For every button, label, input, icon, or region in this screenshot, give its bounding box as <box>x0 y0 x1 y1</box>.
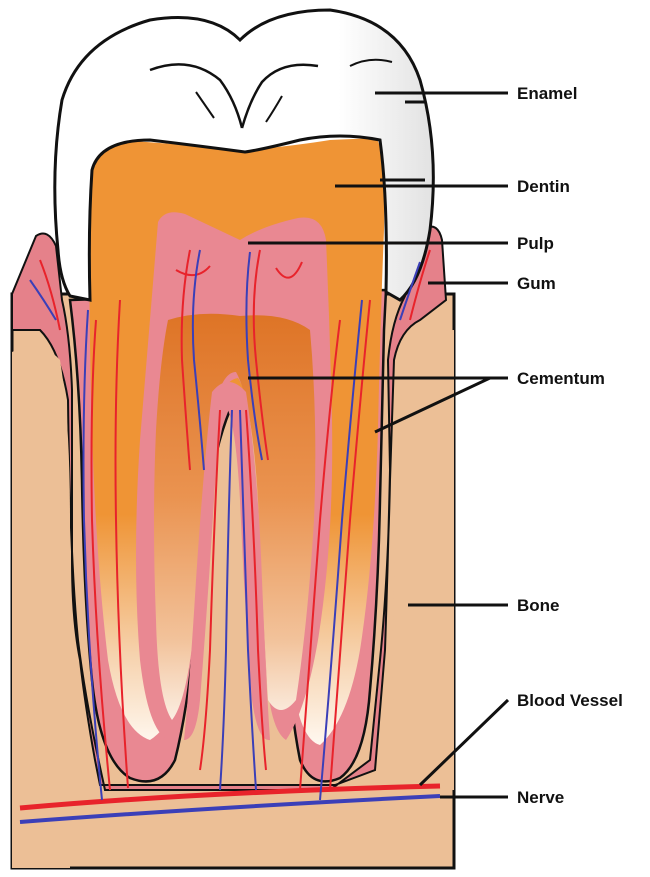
label-nerve: Nerve <box>517 788 564 807</box>
nerve-network <box>19 249 441 824</box>
bone-left-ridge <box>12 346 70 868</box>
label-bone: Bone <box>517 596 560 615</box>
crown-groove-5 <box>349 58 393 67</box>
label-blood-vessel: Blood Vessel <box>517 691 623 710</box>
label-enamel: Enamel <box>517 84 577 103</box>
blood-vessel-network <box>19 249 441 811</box>
leader-lines <box>248 91 510 799</box>
crown-groove-3 <box>195 91 215 119</box>
bone-right-ridge <box>391 330 454 790</box>
label-gum: Gum <box>517 274 556 293</box>
label-cementum: Cementum <box>517 369 605 388</box>
crown-groove-1 <box>149 63 244 129</box>
label-dentin: Dentin <box>517 177 570 196</box>
crown-groove-2 <box>240 63 319 129</box>
label-pulp: Pulp <box>517 234 554 253</box>
crown-groove-4 <box>265 95 283 123</box>
